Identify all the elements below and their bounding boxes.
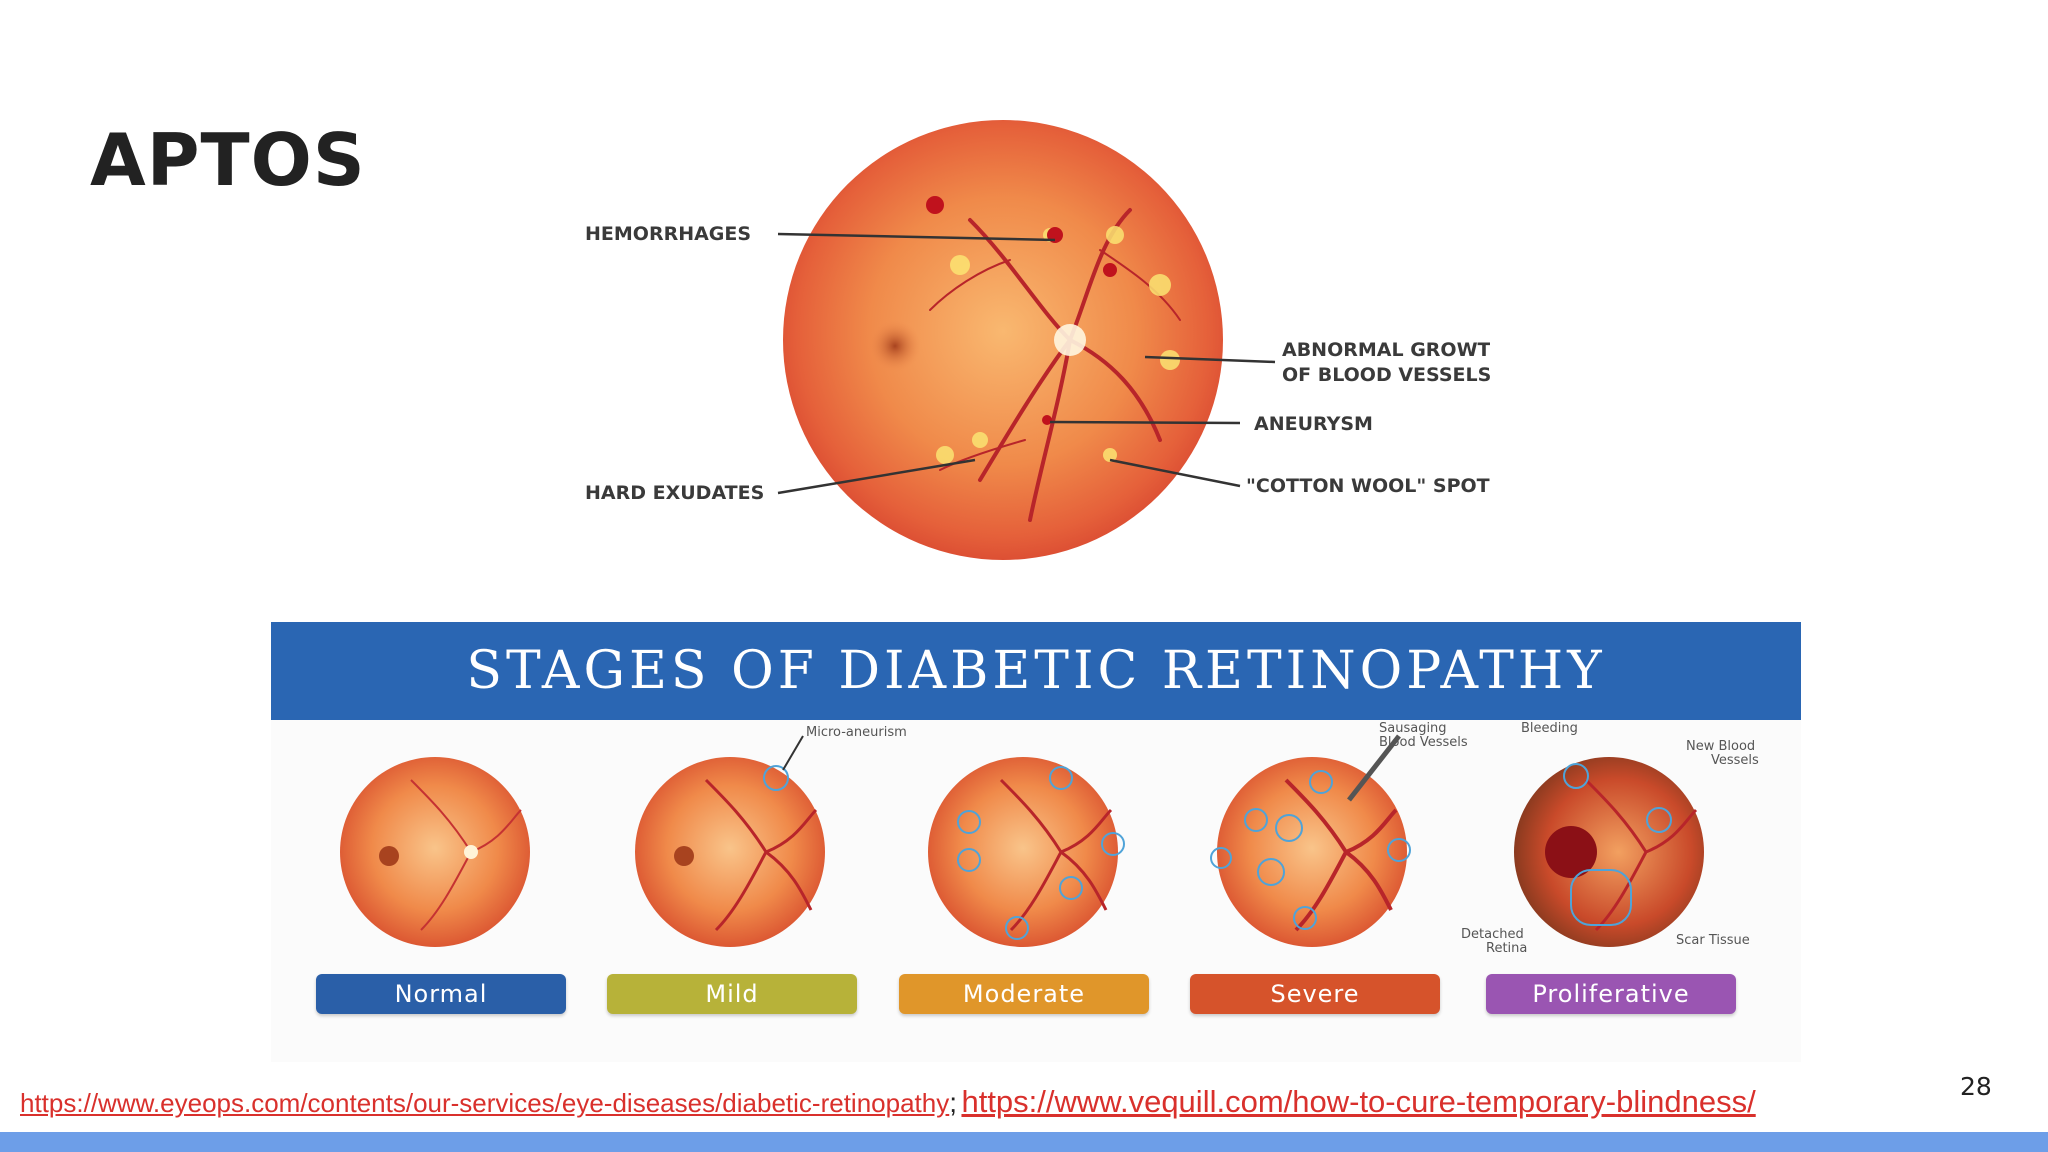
ann-sausaging-1: Sausaging [1379, 721, 1447, 736]
ann-sausaging-2: Blood Vessels [1379, 735, 1468, 750]
stage-label-normal-text: Normal [394, 980, 488, 1008]
ann-bleeding: Bleeding [1521, 721, 1578, 736]
macula [869, 320, 921, 372]
label-aneurysm: ANEURYSM [1254, 413, 1373, 435]
ann-new-vessels-1: New Blood [1686, 739, 1755, 754]
source-citations: https://www.eyeops.com/contents/our-serv… [20, 1084, 1756, 1120]
label-hard-exudates: HARD EXUDATES [585, 482, 764, 504]
eye-mild [635, 735, 825, 947]
stage-label-moderate-text: Moderate [962, 980, 1086, 1008]
label-abnormal-growth-1: ABNORMAL GROWTH [1282, 339, 1490, 361]
source-separator: ; [949, 1087, 958, 1118]
label-abnormal-growth-2: OF BLOOD VESSELS [1282, 364, 1490, 386]
retina-disc [783, 120, 1223, 560]
ann-scar: Scar Tissue [1676, 933, 1750, 948]
ann-detached-2: Retina [1486, 941, 1527, 956]
slide-title: APTOS [90, 118, 366, 202]
stage-label-severe: Severe [1190, 974, 1440, 1014]
exudates [936, 226, 1180, 464]
source-link-vequill[interactable]: https://www.vequill.com/how-to-cure-temp… [961, 1084, 1756, 1119]
ann-detached-1: Detached [1461, 927, 1524, 942]
stage-label-mild: Mild [607, 974, 857, 1014]
page-number: 28 [1960, 1072, 1992, 1101]
ann-new-vessels-2: Vessels [1711, 753, 1759, 768]
stages-panel: STAGES OF DIABETIC RETINOPATHY [271, 622, 1801, 1062]
stages-banner-title: STAGES OF DIABETIC RETINOPATHY [466, 641, 1606, 701]
eye-severe [1210, 734, 1411, 947]
eye-proliferative [1514, 757, 1704, 947]
bottom-accent-bar [0, 1132, 2048, 1152]
label-hemorrhages: HEMORRHAGES [585, 223, 751, 245]
eye-normal [340, 757, 530, 947]
ann-micro-aneurism: Micro-aneurism [806, 725, 907, 740]
fundus-diagram-svg: HEMORRHAGES HARD EXUDATES ABNORMAL GROWT… [585, 120, 1506, 560]
label-lines [777, 232, 1276, 495]
stages-figures: Micro-aneurism Sausaging Blood Vessels B… [340, 721, 1759, 956]
source-link-eyeops[interactable]: https://www.eyeops.com/contents/our-serv… [20, 1088, 950, 1118]
optic-disc [1054, 324, 1086, 356]
stage-label-proliferative: Proliferative [1486, 974, 1736, 1014]
stage-label-mild-text: Mild [705, 980, 759, 1008]
stage-label-severe-text: Severe [1270, 980, 1360, 1008]
eye-moderate [928, 757, 1125, 947]
stages-banner: STAGES OF DIABETIC RETINOPATHY [271, 622, 1801, 720]
label-cotton-wool: "COTTON WOOL" SPOTS [1246, 475, 1490, 497]
stage-label-normal: Normal [316, 974, 566, 1014]
fundus-illustration: HEMORRHAGES HARD EXUDATES ABNORMAL GROWT… [570, 110, 1506, 580]
stage-label-moderate: Moderate [899, 974, 1149, 1014]
stage-label-proliferative-text: Proliferative [1532, 980, 1690, 1008]
